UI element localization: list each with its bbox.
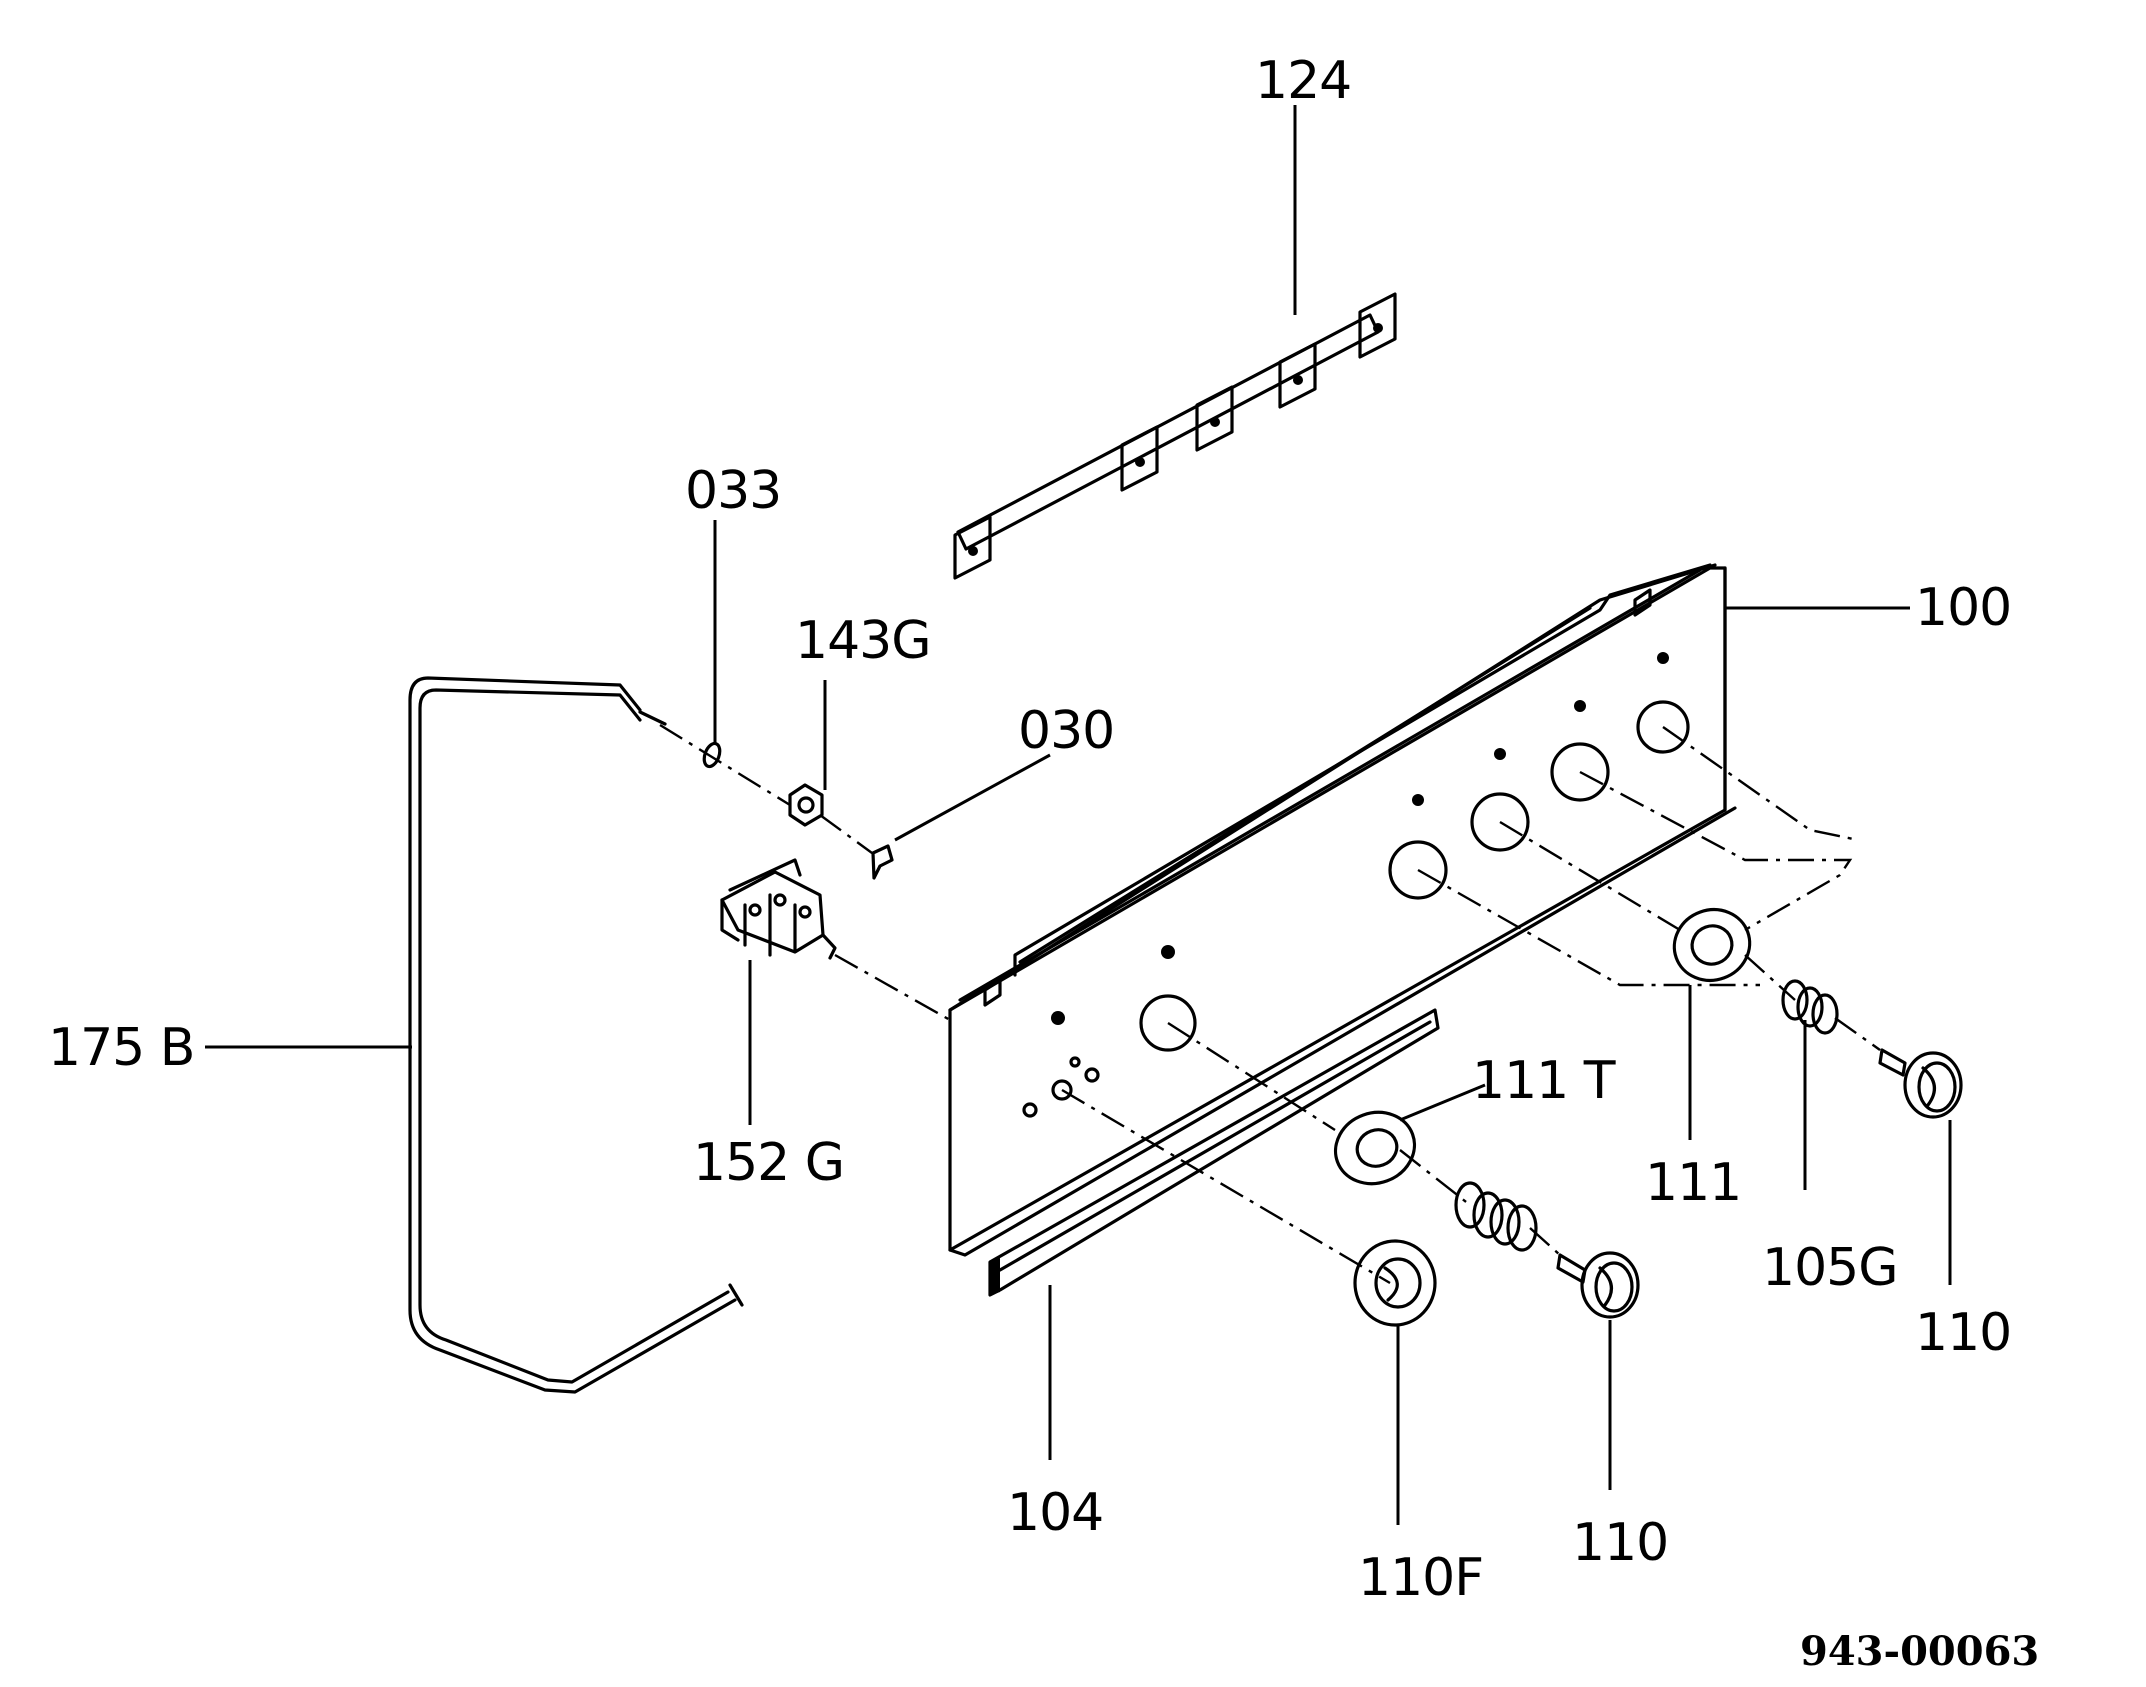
part-105g-spring-right (1781, 979, 1839, 1035)
part-152g-switch (720, 858, 837, 960)
part-030-clip (871, 844, 894, 880)
label-105g: 105G (1762, 1238, 1898, 1298)
assembly-lines (659, 723, 1881, 1285)
part-labels: 124 033 143G 030 100 175 B 152 G 111 T 1… (48, 51, 2012, 1608)
label-110f: 110F (1358, 1548, 1483, 1608)
part-111t-bezel-ring (1333, 1110, 1417, 1186)
label-030: 030 (1018, 701, 1114, 761)
part-100-control-panel (948, 563, 1737, 1257)
label-111: 111 (1645, 1153, 1741, 1213)
leader-lines (205, 105, 1952, 1525)
label-110-right: 110 (1915, 1303, 2011, 1363)
reference-number: 943-00063 (1800, 1628, 2039, 1675)
part-033-o-ring (702, 741, 722, 769)
label-111t: 111 T (1472, 1051, 1616, 1111)
part-104-trim-strip (988, 1008, 1440, 1297)
label-124: 124 (1255, 51, 1351, 111)
part-175b-wire (408, 676, 744, 1394)
label-110-center: 110 (1572, 1513, 1668, 1573)
part-110-knob-center (1556, 1251, 1640, 1319)
part-110-knob-right (1878, 1048, 1963, 1119)
label-175b: 175 B (48, 1018, 194, 1078)
label-033: 033 (685, 461, 781, 521)
part-143g-nut (788, 783, 824, 827)
label-143g: 143G (795, 611, 931, 671)
part-105g-spring-center (1454, 1181, 1538, 1252)
label-152g: 152 G (693, 1133, 844, 1193)
label-100: 100 (1915, 578, 2011, 638)
part-124-bracket-rail (953, 292, 1397, 580)
label-104: 104 (1007, 1483, 1103, 1543)
part-110f-knob-cap (1353, 1239, 1437, 1327)
part-111-bezel-ring (1672, 908, 1752, 982)
